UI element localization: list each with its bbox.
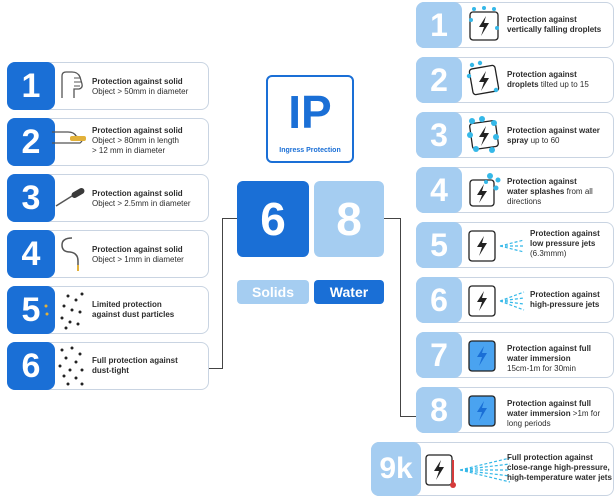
water-num-4: 4 [416,167,462,213]
ip-subtitle: Ingress Protection [279,147,341,154]
water-bold-1: Protection against vertically falling dr… [507,15,602,34]
water-num-9k: 9k [371,442,421,496]
water-label: Water [314,280,384,304]
water-text-4: Protection against water splashes from a… [507,177,612,207]
selected-water-digit: 8 [314,181,384,257]
low-pressure-jet-icon [468,230,525,262]
water-num-2: 2 [416,57,462,103]
water-rest-3: up to 60 [528,136,560,145]
splash-icon [469,173,501,207]
water-rest-8: >1m for long periods [507,409,601,428]
water-num-1: 1 [416,2,462,48]
water-bold-2: Protection against droplets [507,70,577,89]
solids-text-4: Protection against solid Object > 1mm in… [92,245,207,265]
solids-num-3: 3 [7,174,55,222]
water-text-9k: Full protection against close-range high… [507,453,614,483]
finger-icon [52,131,86,144]
water-bold-8: Protection against full water immersion [507,399,592,418]
water-text-5: Protection against low pressure jets (6.… [530,229,614,259]
water-text-1: Protection against vertically falling dr… [507,15,612,35]
connector-water-h2 [400,416,416,417]
connector-water-v [400,218,401,416]
solids-text-2: Protection against solid Object > 80mm i… [92,126,207,156]
solids-text-1: Protection against solid Object > 50mm i… [92,77,207,97]
solids-num-1: 1 [7,62,55,110]
water-text-3: Protection against water spray up to 60 [507,126,612,146]
water-bold-6: Protection against high-pressure jets [530,290,600,309]
water-bold-7: Protection against full water immersion [507,344,592,363]
solids-text-6: Full protection against dust-tight [92,356,207,376]
water-bold-3: Protection against water spray [507,126,600,145]
water-text-7: Protection against full water immersion … [507,344,612,374]
falling-drops-icon [469,6,499,41]
connector-solids-v [222,218,223,368]
wire-icon [61,237,79,271]
connector-solids-h1 [222,218,237,219]
immersion-icon [468,340,496,372]
dust-icon [44,292,84,330]
water-num-5: 5 [416,222,462,268]
hand-icon [61,71,83,98]
water-num-3: 3 [416,112,462,158]
dust-tight-icon [58,346,84,386]
tilted-drops-icon [466,60,500,96]
solids-rest-1: Object > 50mm in diameter [92,87,189,96]
solids-rest-2: Object > 80mm in length > 12 mm in diame… [92,136,179,155]
spray-icon [467,116,499,153]
water-bold-5: Protection against low pressure jets [530,229,600,248]
solids-text-5: Limited protection against dust particle… [92,300,207,320]
water-text-8: Protection against full water immersion … [507,399,612,429]
screwdriver-icon [55,188,85,207]
water-text-6: Protection against high-pressure jets [530,290,614,310]
selected-solids-digit: 6 [237,181,309,257]
water-rest-5: (6.3mmm) [530,249,567,258]
high-pressure-jet-icon [468,285,525,317]
water-num-6: 6 [416,277,462,323]
solids-rest-4: Object > 1mm in diameter [92,255,184,264]
connector-water-h1 [384,218,401,219]
ip-card: IP Ingress Protection [266,75,354,163]
solids-bold-5: Limited protection against dust particle… [92,300,175,319]
solids-text-3: Protection against solid Object > 2.5mm … [92,189,207,209]
water-bold-9k: Full protection against close-range high… [507,453,612,482]
solids-num-6: 6 [7,342,55,390]
water-rest-7: 15cm-1m for 30min [507,364,576,373]
solids-num-5: 5 [7,286,55,334]
deep-immersion-icon [468,395,496,427]
water-num-7: 7 [416,332,462,378]
solids-bold-3: Protection against solid [92,189,183,198]
water-text-2: Protection against droplets tilted up to… [507,70,612,90]
solids-bold-1: Protection against solid [92,77,183,86]
water-rest-4: from all directions [507,187,593,206]
solids-bold-2: Protection against solid [92,126,183,135]
solids-rest-3: Object > 2.5mm in diameter [92,199,191,208]
high-temp-jet-icon [425,454,511,488]
water-rest-2: tilted up to 15 [538,80,589,89]
solids-bold-4: Protection against solid [92,245,183,254]
water-num-8: 8 [416,387,462,433]
water-bold-4: Protection against water splashes [507,177,577,196]
connector-solids-h2 [208,368,223,369]
solids-num-4: 4 [7,230,55,278]
solids-num-2: 2 [7,118,55,166]
ip-title: IP [288,86,332,138]
solids-label: Solids [237,280,309,304]
solids-bold-6: Full protection against dust-tight [92,356,178,375]
